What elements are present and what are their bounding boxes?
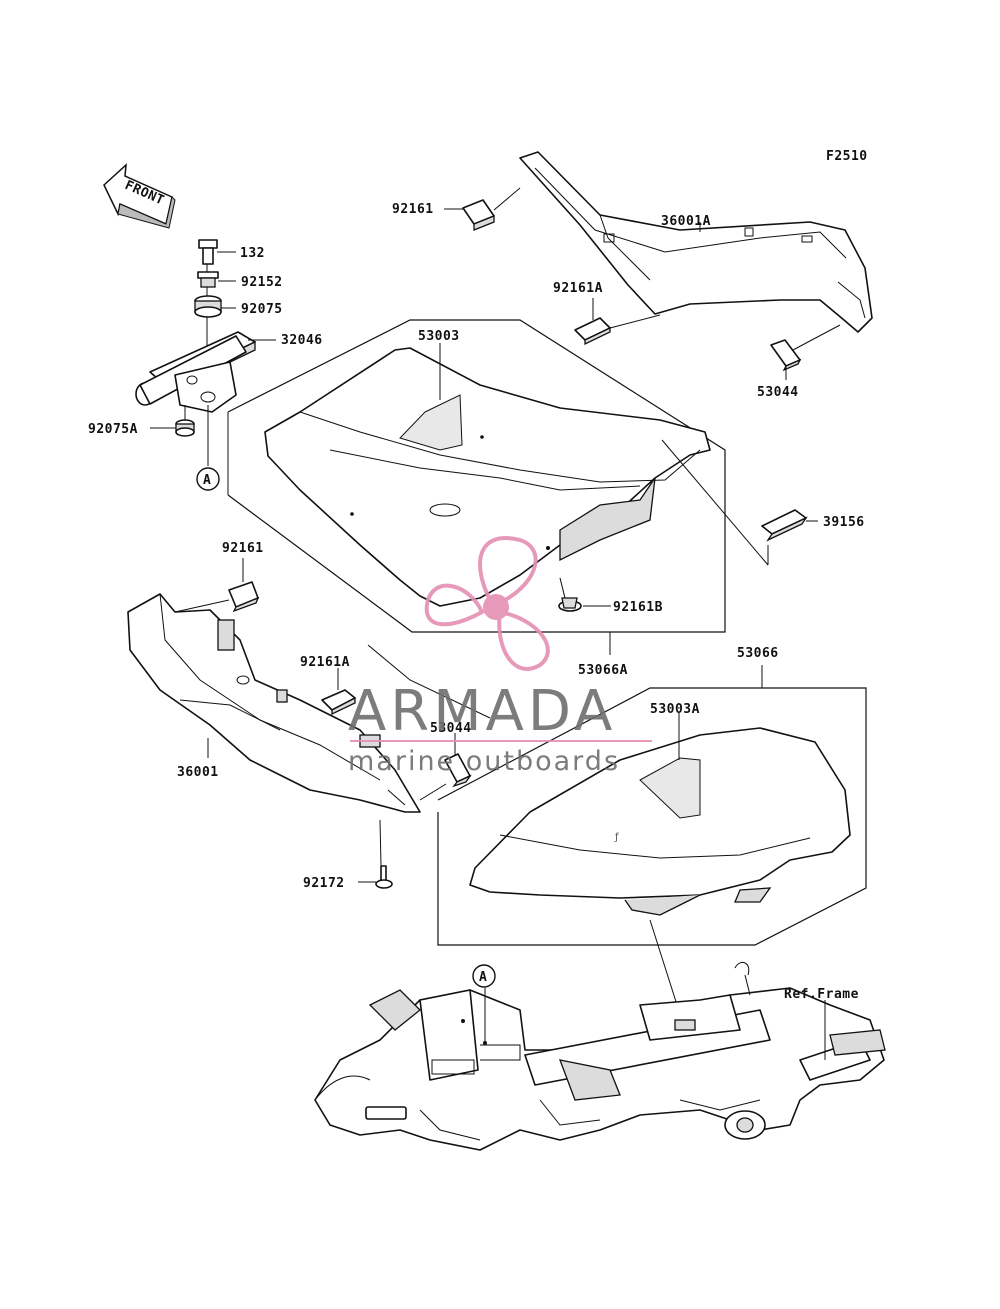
label-92161B: 92161B	[613, 600, 663, 615]
clip-92161A-left	[321, 689, 356, 716]
label-92172: 92172	[303, 876, 345, 891]
svg-text:ƒ: ƒ	[614, 832, 619, 843]
nut-92075A	[175, 419, 195, 437]
callout-a-label-frame: A	[479, 970, 487, 985]
label-36001A: 36001A	[661, 214, 711, 229]
clip-39156	[761, 509, 808, 542]
label-36001: 36001	[177, 765, 219, 780]
callout-a-circle-frame	[472, 964, 496, 988]
label-ref-frame: Ref.Frame	[784, 987, 859, 1002]
label-92161-top: 92161	[392, 202, 434, 217]
label-53044-mid: 53044	[430, 721, 472, 736]
bolt-132	[198, 239, 218, 265]
front-arrow-icon: FRONT	[103, 163, 176, 229]
label-92161A-top: 92161A	[553, 281, 603, 296]
clip-92161-top	[462, 199, 495, 231]
pin-53044-top	[770, 339, 802, 372]
label-92161-left: 92161	[222, 541, 264, 556]
clip-92161-left	[228, 581, 260, 613]
label-132: 132	[240, 246, 265, 261]
pin-53044-mid	[444, 753, 472, 788]
label-92075A: 92075A	[88, 422, 138, 437]
label-53003A: 53003A	[650, 702, 700, 717]
label-92075: 92075	[241, 302, 283, 317]
clip-92161A-top	[574, 317, 611, 346]
frame-assembly	[314, 961, 886, 1151]
seat-53003A: ƒ	[469, 727, 851, 916]
label-92152: 92152	[241, 275, 283, 290]
bracket-32046	[135, 331, 256, 413]
label-39156: 39156	[823, 515, 865, 530]
label-32046: 32046	[281, 333, 323, 348]
cover-36001A	[519, 151, 873, 333]
screw-92172	[375, 865, 393, 889]
box-53066	[437, 687, 867, 946]
watermark-tagline: marine outboards	[348, 746, 620, 777]
clip-92161B	[558, 597, 582, 612]
label-53044-top: 53044	[757, 385, 799, 400]
armada-watermark: ARMADA marine outboards	[348, 536, 652, 777]
figure-code: F2510	[826, 149, 868, 164]
label-92161A-left: 92161A	[300, 655, 350, 670]
propeller-logo-icon	[424, 536, 550, 671]
label-53066: 53066	[737, 646, 779, 661]
label-53066A: 53066A	[578, 663, 628, 678]
seat-53003	[264, 347, 711, 607]
collar-92152	[197, 271, 219, 288]
label-53003: 53003	[418, 329, 460, 344]
callout-a-circle	[196, 467, 220, 491]
box-53066A	[227, 319, 726, 633]
grommet-92075	[194, 295, 222, 318]
callout-a-label-top: A	[203, 473, 211, 488]
watermark-brand: ARMADA	[348, 679, 616, 744]
